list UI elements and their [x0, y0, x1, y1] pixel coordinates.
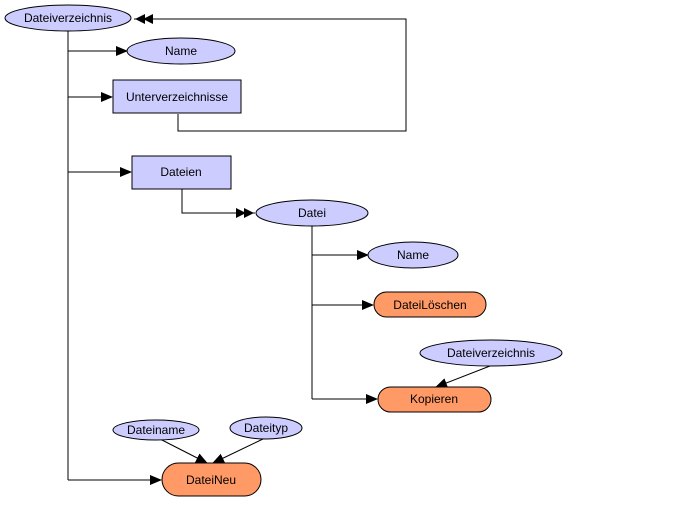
node-label: Name: [397, 248, 429, 262]
node-label: DateiLöschen: [393, 298, 466, 312]
node-label: Kopieren: [410, 392, 458, 406]
edge-dateien-to-datei: [181, 189, 255, 218]
node-dateiverzeichnis-param[interactable]: Dateiverzeichnis: [419, 339, 563, 367]
node-dateiloeschen[interactable]: DateiLöschen: [373, 291, 487, 318]
object-ellipse: [4, 4, 132, 32]
property-ellipse: [367, 241, 459, 269]
method-pill: [161, 462, 262, 497]
node-dateiname[interactable]: Dateiname: [112, 419, 200, 441]
node-unterverzeichnisse[interactable]: Unterverzeichnisse: [112, 79, 242, 114]
node-dateineu[interactable]: DateiNeu: [161, 462, 262, 497]
node-name-datei[interactable]: Name: [367, 241, 459, 269]
edge-dateityp-to-dateineu: [212, 437, 266, 464]
method-pill: [377, 386, 492, 413]
edge-dateiname-to-dateineu: [159, 438, 208, 464]
node-label: Dateityp: [244, 421, 288, 435]
object-ellipse: [255, 199, 369, 227]
node-label: Unterverzeichnisse: [126, 90, 228, 104]
object-ellipse: [419, 339, 563, 367]
node-datei[interactable]: Datei: [255, 199, 369, 227]
node-dateityp[interactable]: Dateityp: [229, 416, 303, 440]
node-dateien[interactable]: Dateien: [131, 155, 232, 190]
property-ellipse: [126, 37, 236, 65]
node-label: Dateiname: [127, 423, 185, 437]
node-label: Datei: [298, 206, 326, 220]
node-label: Dateien: [160, 165, 201, 179]
edge-param-to-kopieren: [435, 365, 491, 388]
node-label: Name: [165, 44, 197, 58]
connectors: [67, 13, 491, 485]
node-name-top[interactable]: Name: [126, 37, 236, 65]
edge-unterverzeichnisse-to-root: [134, 13, 407, 132]
method-pill: [373, 291, 487, 318]
node-label: Dateiverzeichnis: [24, 11, 112, 25]
collection-rect: [112, 79, 242, 114]
property-ellipse: [229, 416, 303, 440]
node-label: DateiNeu: [186, 473, 236, 487]
collection-rect: [131, 155, 232, 190]
node-label: Dateiverzeichnis: [447, 346, 535, 360]
node-kopieren[interactable]: Kopieren: [377, 386, 492, 413]
property-ellipse: [112, 419, 200, 441]
node-root-dateiverzeichnis[interactable]: Dateiverzeichnis: [4, 4, 132, 32]
